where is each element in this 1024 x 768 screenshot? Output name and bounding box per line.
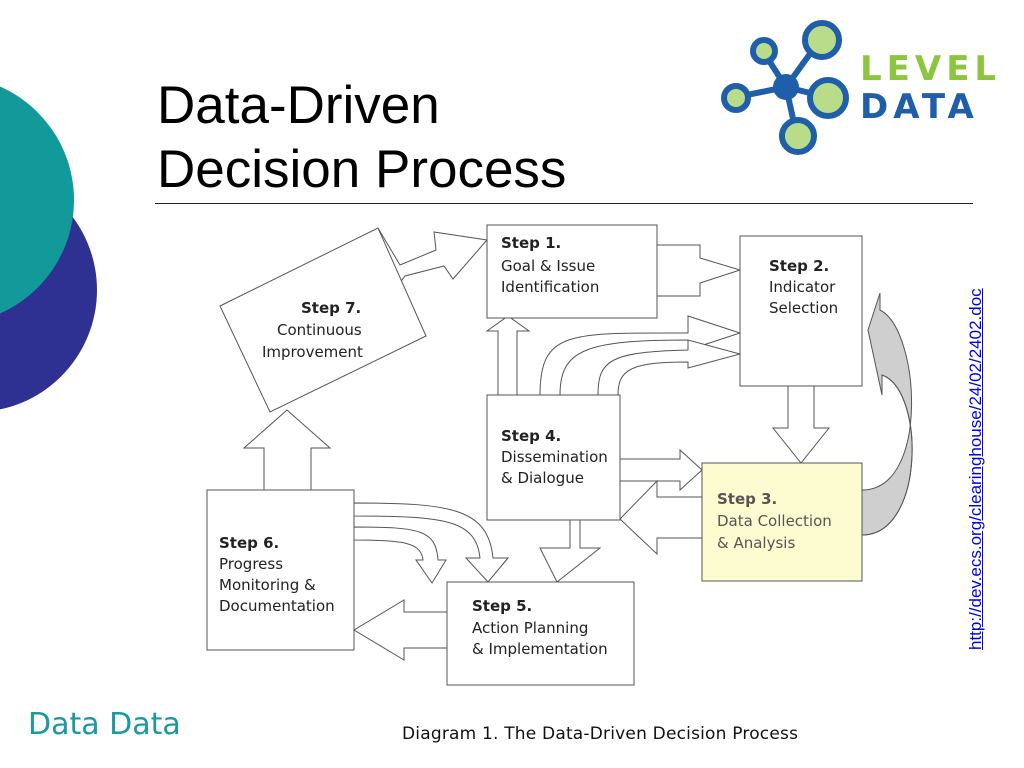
step7-label: Step 7.	[301, 299, 361, 317]
step5-box	[446, 581, 635, 686]
slide-title-line1: Data-Driven	[157, 76, 440, 135]
arrow-step6-to-step5-lower	[353, 526, 447, 584]
title-underline	[155, 203, 973, 204]
step2-line1: Indicator	[769, 278, 836, 296]
step5-line1: Action Planning	[472, 619, 588, 637]
step1-label: Step 1.	[501, 234, 561, 252]
step2-line2: Selection	[769, 299, 838, 317]
step1-line2: Identification	[501, 278, 599, 296]
step2-label: Step 2.	[769, 257, 829, 275]
slide-title: Data-Driven Decision Process	[157, 74, 566, 202]
step7-box	[219, 227, 427, 413]
step7-line1: Continuous	[277, 321, 362, 339]
footer-brand: Data Data	[28, 707, 181, 742]
step4-line2: & Dialogue	[501, 469, 584, 487]
step3-box	[701, 462, 863, 582]
step4-box	[486, 394, 621, 521]
decorative-circles	[0, 86, 97, 410]
arrow-step4-to-step1	[485, 315, 531, 396]
step4-label: Step 4.	[501, 427, 561, 445]
step6-line3: Documentation	[219, 597, 335, 615]
step3-label: Step 3.	[717, 490, 777, 508]
arrow-step1-to-step2	[656, 244, 742, 297]
logo-word-level: LEVEL	[860, 49, 1002, 89]
arrow-step3-to-step4	[619, 479, 703, 556]
arrow-step4-to-step3	[619, 448, 703, 492]
step2-box	[739, 235, 863, 387]
arrow-step6-to-step7	[242, 409, 332, 491]
arrow-step2-to-step3	[771, 385, 831, 464]
arrow-step5-to-step6	[353, 599, 448, 661]
arrow-step4-to-step5	[539, 519, 602, 583]
molecule-network-icon	[721, 20, 849, 155]
step6-box	[206, 489, 355, 651]
diagram-caption: Diagram 1. The Data-Driven Decision Proc…	[402, 724, 799, 744]
step6-line1: Progress	[219, 555, 283, 573]
step7-line2: Improvement	[262, 343, 363, 361]
logo-word-data: DATA	[860, 87, 979, 127]
step6-line2: Monitoring &	[219, 576, 316, 594]
step1-line1: Goal & Issue	[501, 257, 595, 275]
arrow-step4-to-step2-lower	[597, 339, 742, 396]
step1-box	[486, 224, 658, 319]
step3-line1: Data Collection	[717, 512, 832, 530]
step4-line1: Dissemination	[501, 448, 608, 466]
teal-circle	[0, 86, 74, 314]
step5-line2: & Implementation	[472, 640, 608, 658]
step3-line2: & Analysis	[717, 534, 795, 552]
step5-label: Step 5.	[472, 597, 532, 615]
step6-label: Step 6.	[219, 534, 279, 552]
slide-title-line2: Decision Process	[157, 140, 567, 199]
